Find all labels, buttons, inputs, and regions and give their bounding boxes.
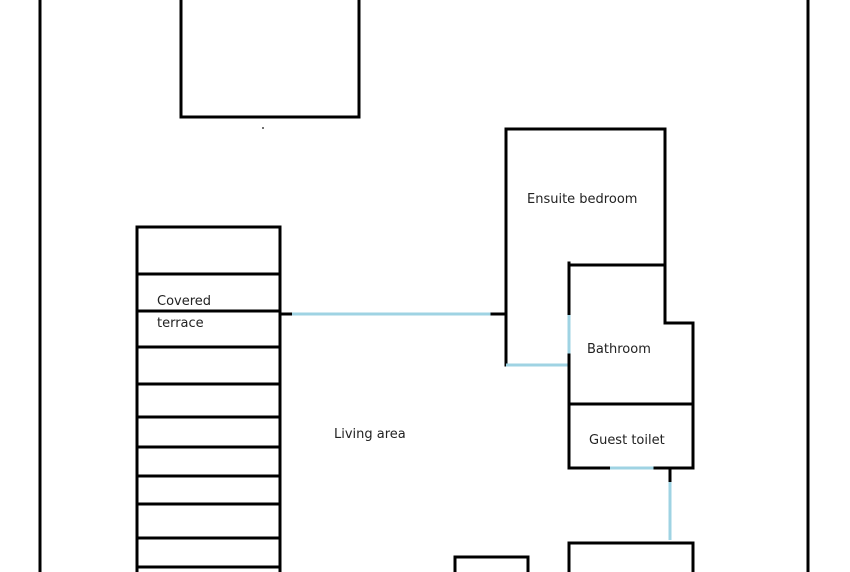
covered-terrace (135, 225, 282, 572)
room-label-bathroom: Bathroom (587, 342, 651, 357)
small-room-walls (453, 555, 530, 572)
room-label-covered-terrace-1: Covered (157, 294, 212, 309)
room-label-pool: Pool (243, 0, 270, 8)
room-label-living-area: Living area (334, 427, 406, 442)
ensuite-bedroom-walls (504, 127, 667, 367)
room-label-ensuite-bedroom: Ensuite bedroom (527, 192, 638, 207)
bathroom-walls (567, 261, 695, 470)
pool-outline (179, 0, 361, 119)
room-label-guest-toilet: Guest toilet (589, 433, 665, 448)
room-label-covered-terrace-2: terrace (157, 316, 204, 331)
pool-mark (262, 127, 264, 129)
lower-room-walls (567, 541, 695, 572)
